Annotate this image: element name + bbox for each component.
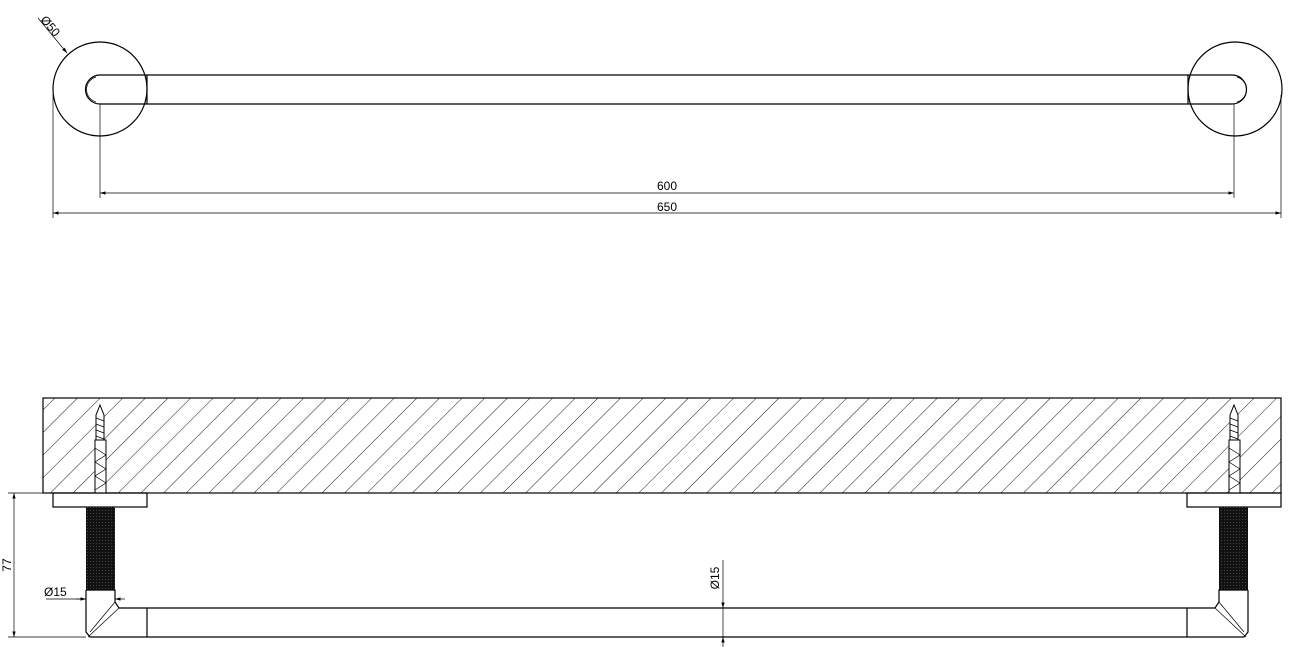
dim-50-label: Ø50 xyxy=(38,13,64,40)
towel-bar xyxy=(84,74,1248,105)
towel-bar-side xyxy=(85,589,1249,638)
right-post xyxy=(1219,507,1248,590)
right-flange xyxy=(1187,41,1283,137)
right-flange-side xyxy=(1186,492,1282,508)
left-flange-side xyxy=(52,492,148,508)
dim-bar-15-label: Ø15 xyxy=(708,566,722,589)
bar-end-detail xyxy=(1236,76,1247,103)
diameter-50-leader xyxy=(37,17,68,54)
right-wall-anchor-screw xyxy=(1228,403,1241,494)
top-view: 600 650 Ø50 xyxy=(37,13,1283,218)
bar-end-detail xyxy=(86,76,97,103)
side-view: 77 Ø15 Ø15 xyxy=(0,397,1282,647)
wall-section xyxy=(42,397,1282,494)
dim-77-label: 77 xyxy=(0,558,14,572)
dim-600-label: 600 xyxy=(657,179,677,193)
dim-650-label: 650 xyxy=(657,200,677,214)
left-post xyxy=(86,507,115,590)
left-wall-anchor-screw xyxy=(94,403,107,494)
dim-post-15-label: Ø15 xyxy=(44,585,67,599)
